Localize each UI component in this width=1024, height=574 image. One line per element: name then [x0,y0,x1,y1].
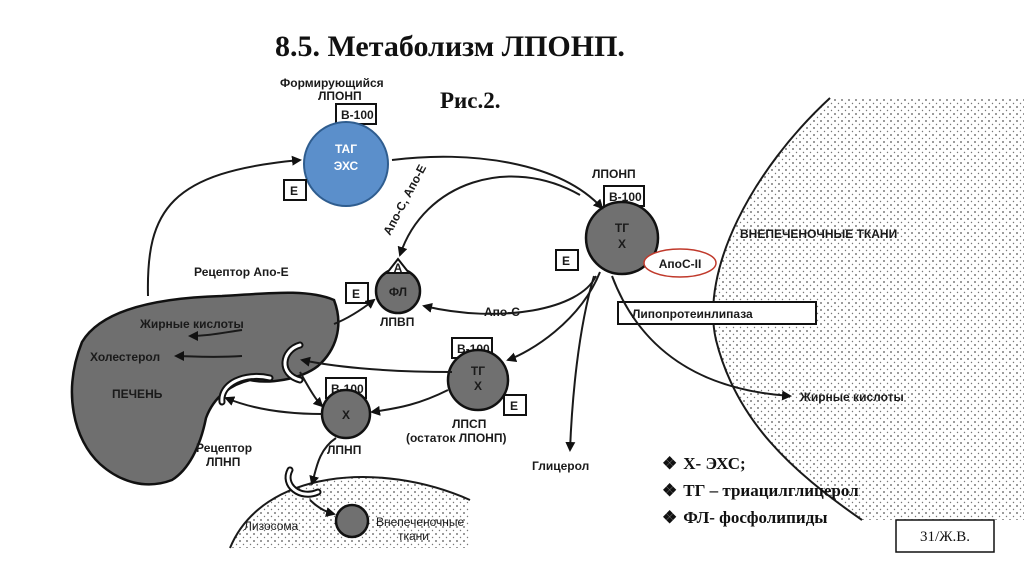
idl-label-2: (остаток ЛПОНП) [406,431,506,445]
idl-particle [446,348,510,412]
vldl-label: ЛПОНП [592,167,636,181]
glycerol-label: Глицерол [532,459,589,473]
legend-item-1: ❖Х- ЭХС; [662,454,746,473]
arrow-liver-to-forming-vldl [146,155,302,297]
hdl-apo-a-label: A [394,261,403,275]
page-number: 31/Ж.В. [920,529,970,545]
vldl-content-2: Х [618,237,626,251]
ldl-receptor-label-1: Рецептор [196,441,252,455]
arrow-liver-receptor-ldl [299,371,324,408]
liver-fatty-acids-label: Жирные кислоты [139,317,244,331]
lipoprotein-lipase-box [617,301,817,325]
lysosome [334,503,370,539]
idl-content-1: ТГ [471,364,485,378]
forming-vldl-particle [303,121,389,207]
lysosome-label: Лизосома [244,519,299,533]
idl-e-box [503,394,527,416]
vldl-particle [584,200,660,276]
legend-item-2: ❖ТГ – триацилглицерол [662,481,859,500]
hdl-apo-a-triangle [384,257,412,274]
idl-e-label: E [510,399,518,413]
arrow-apoc-apoe-transfer [397,175,581,257]
arrow-ldl-to-liver [224,396,323,415]
arrow-fatty-acids-out [611,275,792,401]
page-number-box [895,519,995,553]
arrow-forming-to-vldl [391,155,604,210]
arrow-to-fatty-acids [188,329,243,341]
slide-title: 8.5. Метаболизм ЛПОНП. [275,30,625,63]
vldl-e-box [555,249,579,271]
forming-vldl-e-box [283,179,307,201]
liver-cholesterol-label: Холестерол [90,350,160,364]
vldl-e-label: E [562,254,570,268]
forming-vldl-label-1: Формирующийся [280,76,384,90]
extrahepatic-membrane-upper [712,97,863,521]
idl-content-2: Х [474,379,482,393]
vldl-b100-label: B-100 [609,190,642,204]
arrow-idl-to-liver [300,356,453,373]
extrahepatic-membrane-lower [229,476,471,549]
liver-name-label: ПЕЧЕНЬ [112,387,163,401]
forming-vldl-content-1: ТАГ [335,142,357,156]
extrahepatic-upper-label: ВНЕПЕЧЕНОЧНЫЕ ТКАНИ [740,227,897,241]
ldl-receptor-label-2: ЛПНП [206,455,240,469]
idl-label-1: ЛПСП [452,417,486,431]
ldl-content: Х [342,408,350,422]
forming-vldl-label-2: ЛПОНП [318,89,362,103]
forming-vldl-e-label: E [290,184,298,198]
ldl-label: ЛПНП [327,443,361,457]
arrow-to-cholesterol [174,351,243,362]
arrow-to-lysosome [309,499,336,517]
arrow-liver-to-hdl [333,298,376,325]
fatty-acids-out-label: Жирные кислоты [799,390,904,404]
extrahepatic-lower-label-1: Внепеченочные [376,515,465,529]
apoc2-label: АпоС-II [659,257,702,271]
hdl-e-label: E [352,287,360,301]
forming-vldl-b100-label: B-100 [341,108,374,122]
extrahepatic-tissue-upper [713,98,1024,520]
arrow-idl-to-ldl [370,389,449,416]
lipoprotein-lipase-label: Липопротеинлипаза [632,307,753,321]
apoc2-oval [643,248,717,278]
arrow-vldl-to-idl [506,271,601,362]
legend-item-3: ❖ФЛ- фосфолипиды [662,508,828,527]
liver [70,291,340,486]
apoe-receptor-label: Рецептор Апо-Е [194,265,289,279]
hdl-e-box [345,282,369,304]
forming-vldl-content-2: ЭХС [334,159,359,173]
arrow-apoc-to-hdl [422,275,597,315]
vldl-content-1: ТГ [615,221,629,235]
extrahepatic-lower-label-2: ткани [398,529,429,543]
hdl-label: ЛПВП [380,315,414,329]
hdl-content: ФЛ [389,285,407,299]
arrow-glycerol [565,275,595,452]
apoc-label: Апо-С [484,305,520,319]
arrow-ldl-to-extrahepatic [309,437,337,486]
figure-label: Рис.2. [440,88,501,113]
